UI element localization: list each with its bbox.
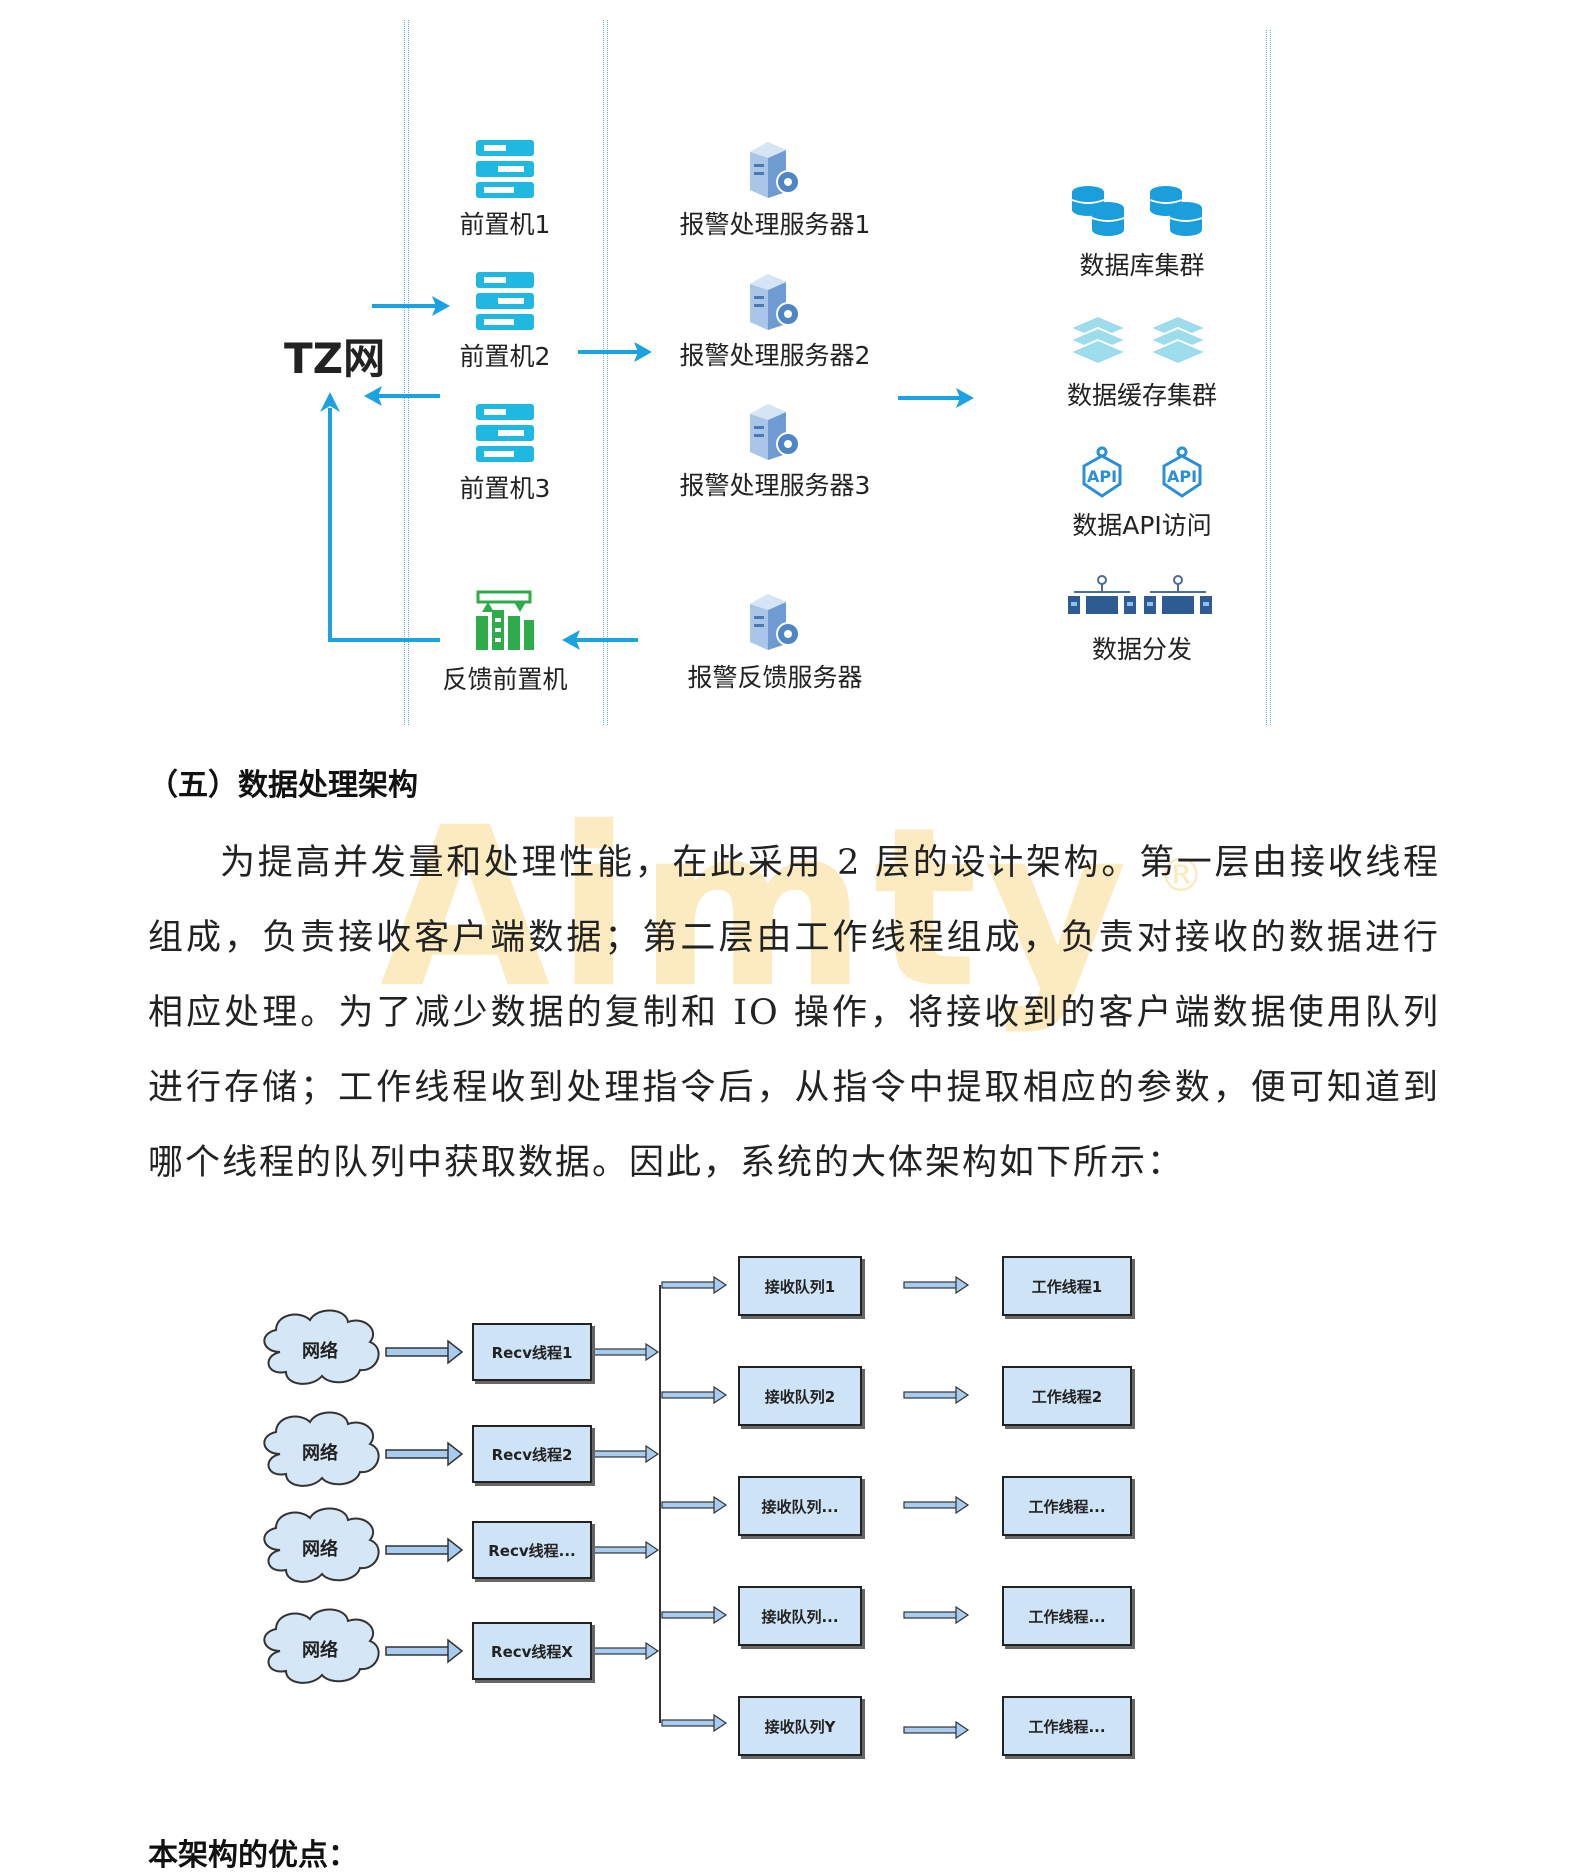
body-paragraph: 为提高并发量和处理性能，在此采用 2 层的设计架构。第一层由接收线程组成，负责接… [148,826,1440,1201]
worker-thread-box: 工作线程... [1002,1586,1132,1646]
divider-line [1266,30,1271,725]
front-machine-label: 前置机1 [459,210,551,239]
worker-thread-box: 工作线程1 [1002,1256,1132,1316]
distribution-icon [1068,575,1212,614]
server-icon [750,142,800,198]
database-cluster-icon [1071,186,1203,236]
flow-arrow [661,1276,727,1294]
network-label: 网络 [302,1443,338,1464]
flow-arrow [903,1721,969,1739]
feedback-machine-label: 反馈前置机 [442,665,568,694]
section-heading: （五）数据处理架构 [148,768,418,803]
server-icon [750,404,800,460]
cloud-icon [263,1411,380,1487]
flow-arrow [903,1276,969,1294]
front-machine-icon [476,272,534,330]
arrow-head [364,386,382,406]
tz-network-label: TZ网 [284,334,386,383]
api-access-label: 数据API访问 [1072,511,1212,540]
cache-cluster-icon [1068,314,1209,366]
network-label: 网络 [302,1640,338,1661]
cache-cluster-label: 数据缓存集群 [1066,381,1218,410]
flow-arrow [385,1538,463,1562]
alarm-server-label: 报警处理服务器3 [679,471,871,500]
divider-line [404,20,409,725]
api-icon: API API [1082,446,1202,498]
flow-arrow [385,1340,463,1364]
feedback-server-label: 报警反馈服务器 [687,663,863,692]
watermark-registered-mark: ® [1158,848,1204,902]
flow-arrow [661,1386,727,1404]
front-machine-icon [476,404,534,462]
watermark-logo: Aimty [380,780,1134,1036]
arrow-head [956,388,974,408]
network-label: 网络 [302,1341,338,1362]
data-distribution-label: 数据分发 [1091,635,1193,664]
alarm-server-label: 报警处理服务器1 [679,210,871,239]
network-label: 网络 [302,1539,338,1560]
arrow-head [634,342,652,362]
api-icon-text: API [1167,467,1197,486]
worker-thread-box: 工作线程... [1002,1476,1132,1536]
receive-queue-box: 接收队列2 [738,1366,862,1426]
flow-arrow [593,1642,659,1660]
receive-queue-box: 接收队列... [738,1586,862,1646]
feedback-loop-line [328,408,440,642]
receive-queue-box: 接收队列... [738,1476,862,1536]
paragraph-text: 为提高并发量和处理性能，在此采用 2 层的设计架构。第一层由接收线程组成，负责接… [148,843,1440,1183]
arrow-head [320,392,340,412]
receive-queue-box: 接收队列Y [738,1696,862,1756]
api-icon-text: API [1087,467,1117,486]
flow-arrow [593,1445,659,1463]
arrow-head [562,630,580,650]
database-cluster-label: 数据库集群 [1079,251,1205,280]
front-machine-icon [476,140,534,198]
front-machine-label: 前置机2 [459,342,551,371]
cloud-icon [263,1507,380,1583]
recv-thread-box: Recv线程X [472,1622,592,1680]
flow-arrow [593,1343,659,1361]
alarm-server-label: 报警处理服务器2 [679,341,871,370]
receive-queue-box: 接收队列1 [738,1256,862,1316]
front-machine-label: 前置机3 [459,474,551,503]
flow-arrow [903,1496,969,1514]
recv-thread-box: Recv线程... [472,1521,592,1579]
flow-arrow [903,1386,969,1404]
flow-arrow [385,1639,463,1663]
worker-thread-box: 工作线程... [1002,1696,1132,1756]
cloud-icon [263,1309,380,1385]
server-icon [750,594,800,650]
flow-arrow [661,1606,727,1624]
flow-arrow [903,1606,969,1624]
flow-arrow [661,1714,727,1732]
divider-line [603,20,608,725]
flow-arrow [593,1541,659,1559]
flow-arrow [385,1442,463,1466]
advantages-heading: 本架构的优点： [148,1838,358,1873]
feedback-machine-icon [476,590,534,650]
cloud-icon [263,1608,380,1684]
arrow-head [432,296,450,316]
recv-thread-box: Recv线程1 [472,1323,592,1381]
flow-arrow [661,1496,727,1514]
server-icon [750,274,800,330]
diagram-arrows [320,296,974,650]
worker-thread-box: 工作线程2 [1002,1366,1132,1426]
recv-thread-box: Recv线程2 [472,1425,592,1483]
